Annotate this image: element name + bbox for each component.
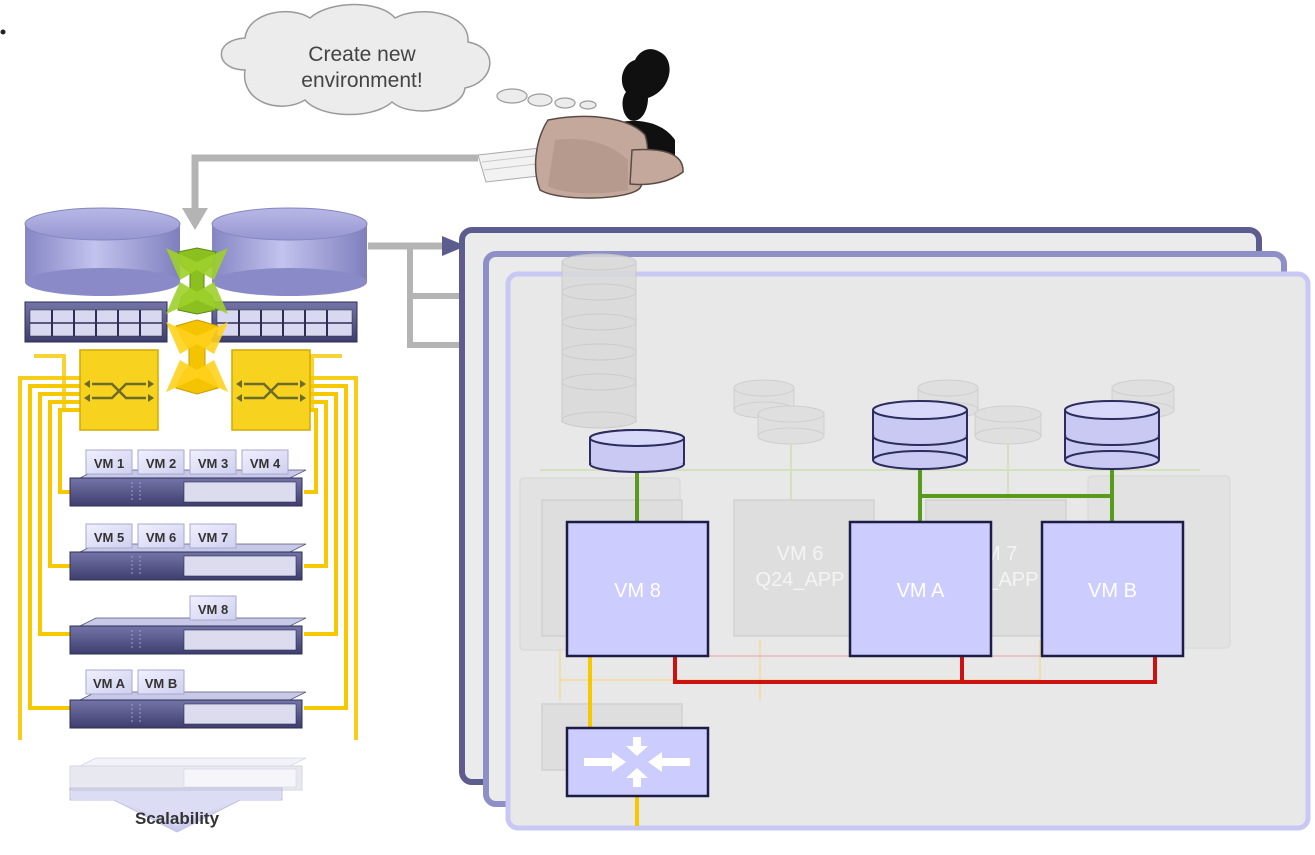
vm-label-5: VM 5 — [94, 530, 124, 545]
env-vm-a: VM A — [848, 520, 993, 658]
bubble-line-2: environment! — [301, 69, 422, 92]
vm-label-4: VM 4 — [250, 456, 281, 471]
vm-box-7: VM 7 — [189, 523, 237, 549]
san-interconnect-icon — [166, 319, 228, 395]
env-vm-b: VM B — [1040, 520, 1185, 658]
env-vm-b-label: VM B — [1088, 580, 1137, 602]
vm-label-3: VM 3 — [198, 456, 228, 471]
router-icon — [565, 726, 710, 798]
vm-box-8: VM 8 — [189, 595, 237, 621]
vm-label-7: VM 7 — [198, 530, 228, 545]
vm-box-3: VM 3 — [189, 449, 237, 475]
disk-shared-a — [872, 400, 968, 470]
vm-box-a: VM A — [85, 669, 133, 695]
host-server-1 — [69, 469, 307, 507]
cluster-interconnect — [673, 656, 1157, 684]
vm-label-8: VM 8 — [198, 602, 228, 617]
san-switch-right — [231, 349, 311, 431]
vm-label-a: VM A — [93, 676, 126, 691]
disk-shelf-right — [211, 301, 358, 343]
network-uplink — [588, 655, 639, 826]
request-arrow — [182, 154, 478, 230]
disk-vm8 — [589, 429, 685, 473]
host-server-4 — [69, 691, 307, 729]
storage-array-right — [211, 207, 368, 296]
host-server-future — [69, 757, 307, 791]
env-vm-a-label: VM A — [897, 580, 945, 602]
vm-box-5: VM 5 — [85, 523, 133, 549]
vm-box-1: VM 1 — [85, 449, 133, 475]
disk-shelf-left — [24, 301, 168, 343]
corner-dot — [0, 29, 6, 35]
person-at-desk-icon — [477, 49, 684, 199]
env-vm-8-label: VM 8 — [614, 580, 661, 602]
scalability-arrow: Scalability — [69, 787, 283, 833]
vm-box-6: VM 6 — [137, 523, 185, 549]
ghost-database-stack — [561, 253, 637, 429]
storage-interconnect-icon — [166, 247, 228, 315]
host-server-2 — [69, 543, 307, 581]
vm-box-b: VM B — [137, 669, 185, 695]
bubble-line-1: Create new — [308, 43, 416, 66]
vm-label-2: VM 2 — [146, 456, 176, 471]
vm-label-6: VM 6 — [146, 530, 176, 545]
host-server-3 — [69, 617, 307, 655]
storage-array-left — [24, 207, 181, 296]
vm-box-4: VM 4 — [241, 449, 289, 475]
network-cables — [18, 354, 358, 740]
scalability-label: Scalability — [135, 809, 220, 828]
env-vm-8: VM 8 — [565, 520, 710, 658]
vm-label-b: VM B — [145, 676, 178, 691]
san-switch-left — [79, 349, 159, 431]
ghost-vm6-sublabel: Q24_APP — [756, 569, 845, 591]
thought-bubble: Create new environment! — [220, 3, 597, 116]
vm-box-2: VM 2 — [137, 449, 185, 475]
disk-shared-b — [1064, 400, 1160, 470]
storage-links — [635, 466, 1114, 522]
ghost-vm6-label: VM 6 — [777, 543, 824, 565]
vm-label-1: VM 1 — [94, 456, 124, 471]
